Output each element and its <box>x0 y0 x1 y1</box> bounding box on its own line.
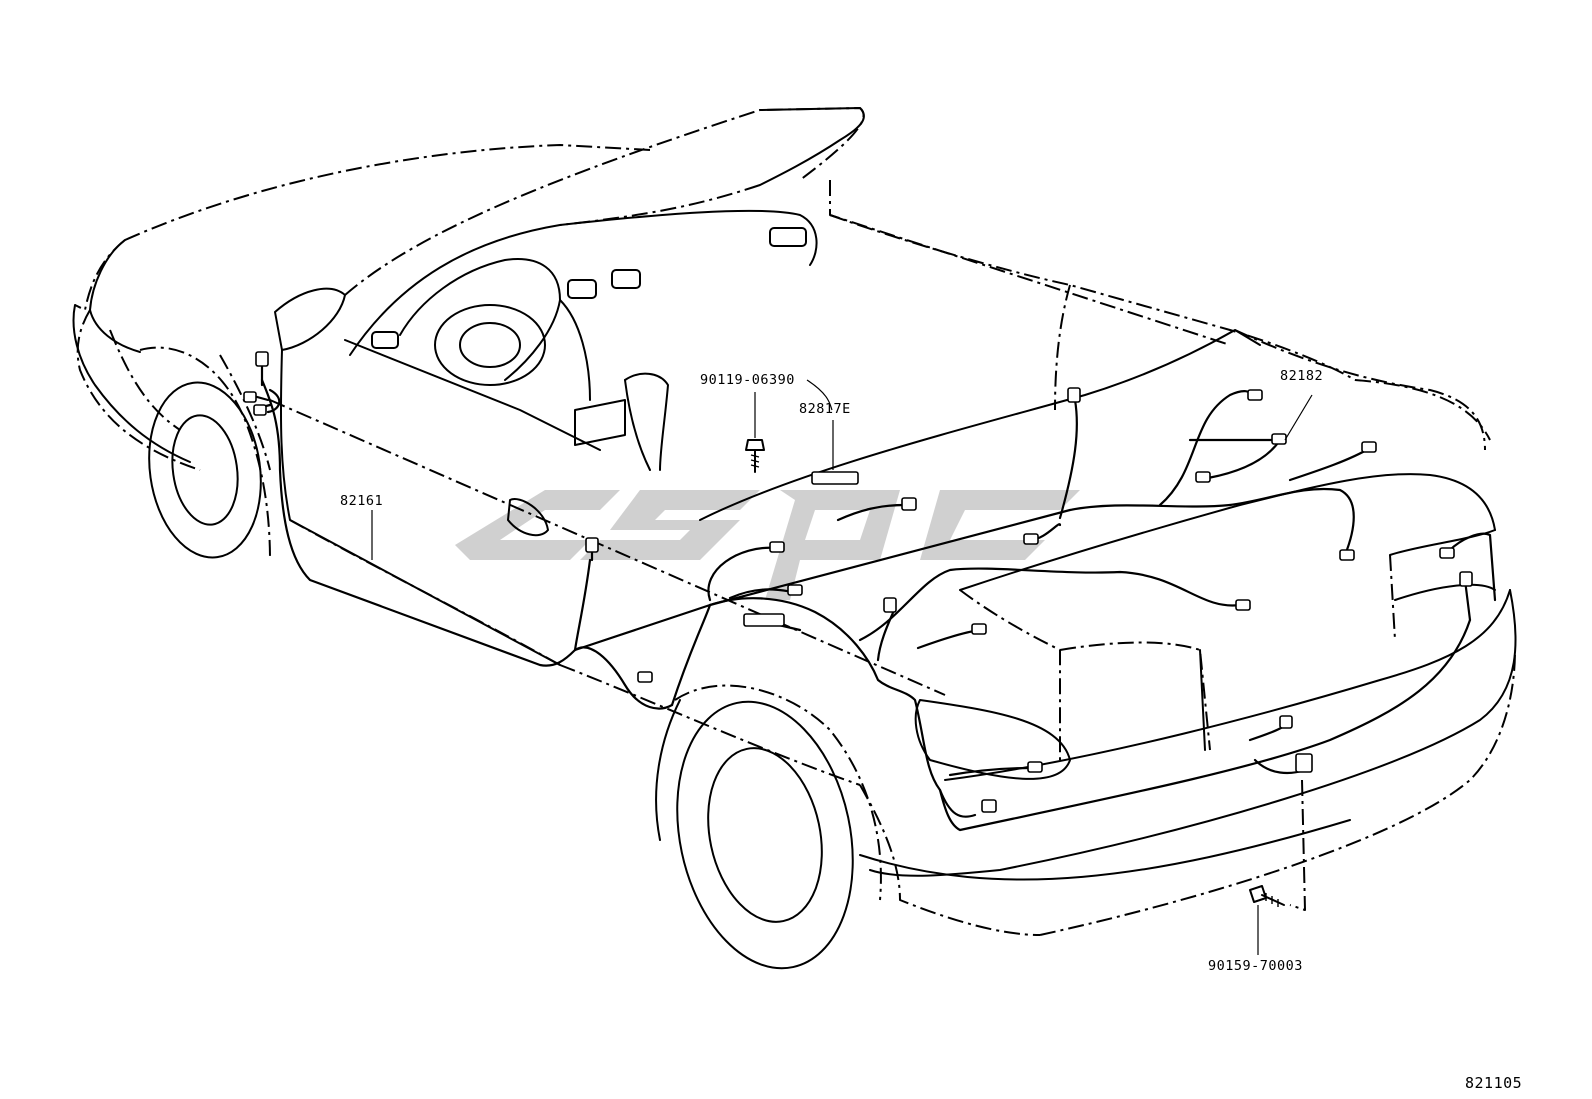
part-label-82182[interactable]: 82182 <box>1280 368 1324 384</box>
connectors <box>243 351 1473 813</box>
diagram-number: 821105 <box>1465 1074 1523 1092</box>
bolt-90159-icon <box>1249 885 1285 907</box>
part-label-82817e[interactable]: 82817E <box>799 401 851 417</box>
bolt-90119-icon <box>745 439 765 473</box>
part-label-82161[interactable]: 82161 <box>340 493 384 509</box>
watermark-logo <box>455 490 1080 600</box>
leader-lines <box>371 379 1313 955</box>
part-label-90119-06390[interactable]: 90119-06390 <box>700 372 795 388</box>
wiring-harness <box>248 356 1497 832</box>
part-label-90159-70003[interactable]: 90159-70003 <box>1208 958 1303 974</box>
car-body <box>72 107 1517 970</box>
bolt-icons <box>745 439 1285 907</box>
